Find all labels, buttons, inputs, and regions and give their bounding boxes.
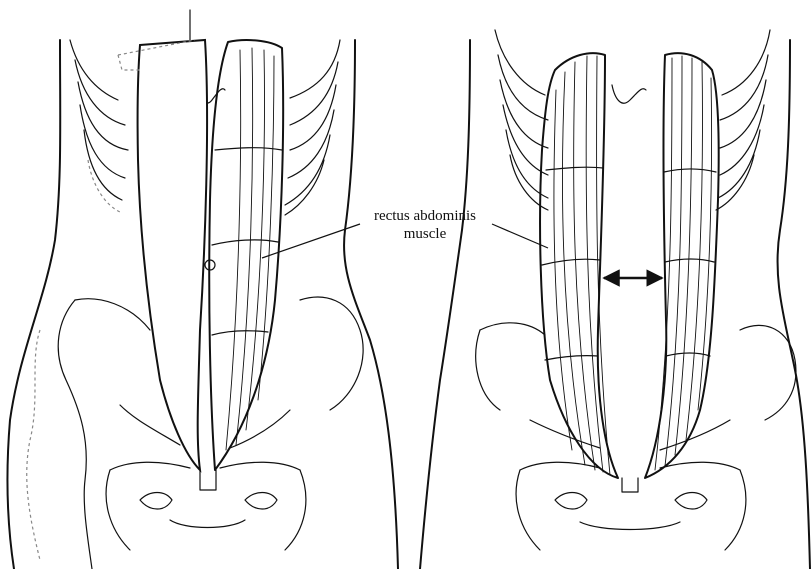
left-rectus-sheath xyxy=(138,40,207,470)
label-line-2: muscle xyxy=(404,226,447,242)
right-torso-diastasis xyxy=(420,30,810,569)
left-ribs-left xyxy=(70,40,128,212)
muscle-label: rectus abdominis muscle xyxy=(262,208,548,258)
right-pelvis xyxy=(476,323,796,550)
right-ribs-right xyxy=(716,30,770,210)
leader-line-left xyxy=(262,224,360,258)
right-rectus-right xyxy=(645,53,719,478)
right-rectus-left xyxy=(540,53,618,478)
label-line-1: rectus abdominis xyxy=(374,208,476,224)
left-ribs-right xyxy=(285,40,340,215)
left-torso-normal xyxy=(7,10,398,569)
right-body-outline xyxy=(420,40,470,569)
left-body-outline xyxy=(7,40,60,569)
